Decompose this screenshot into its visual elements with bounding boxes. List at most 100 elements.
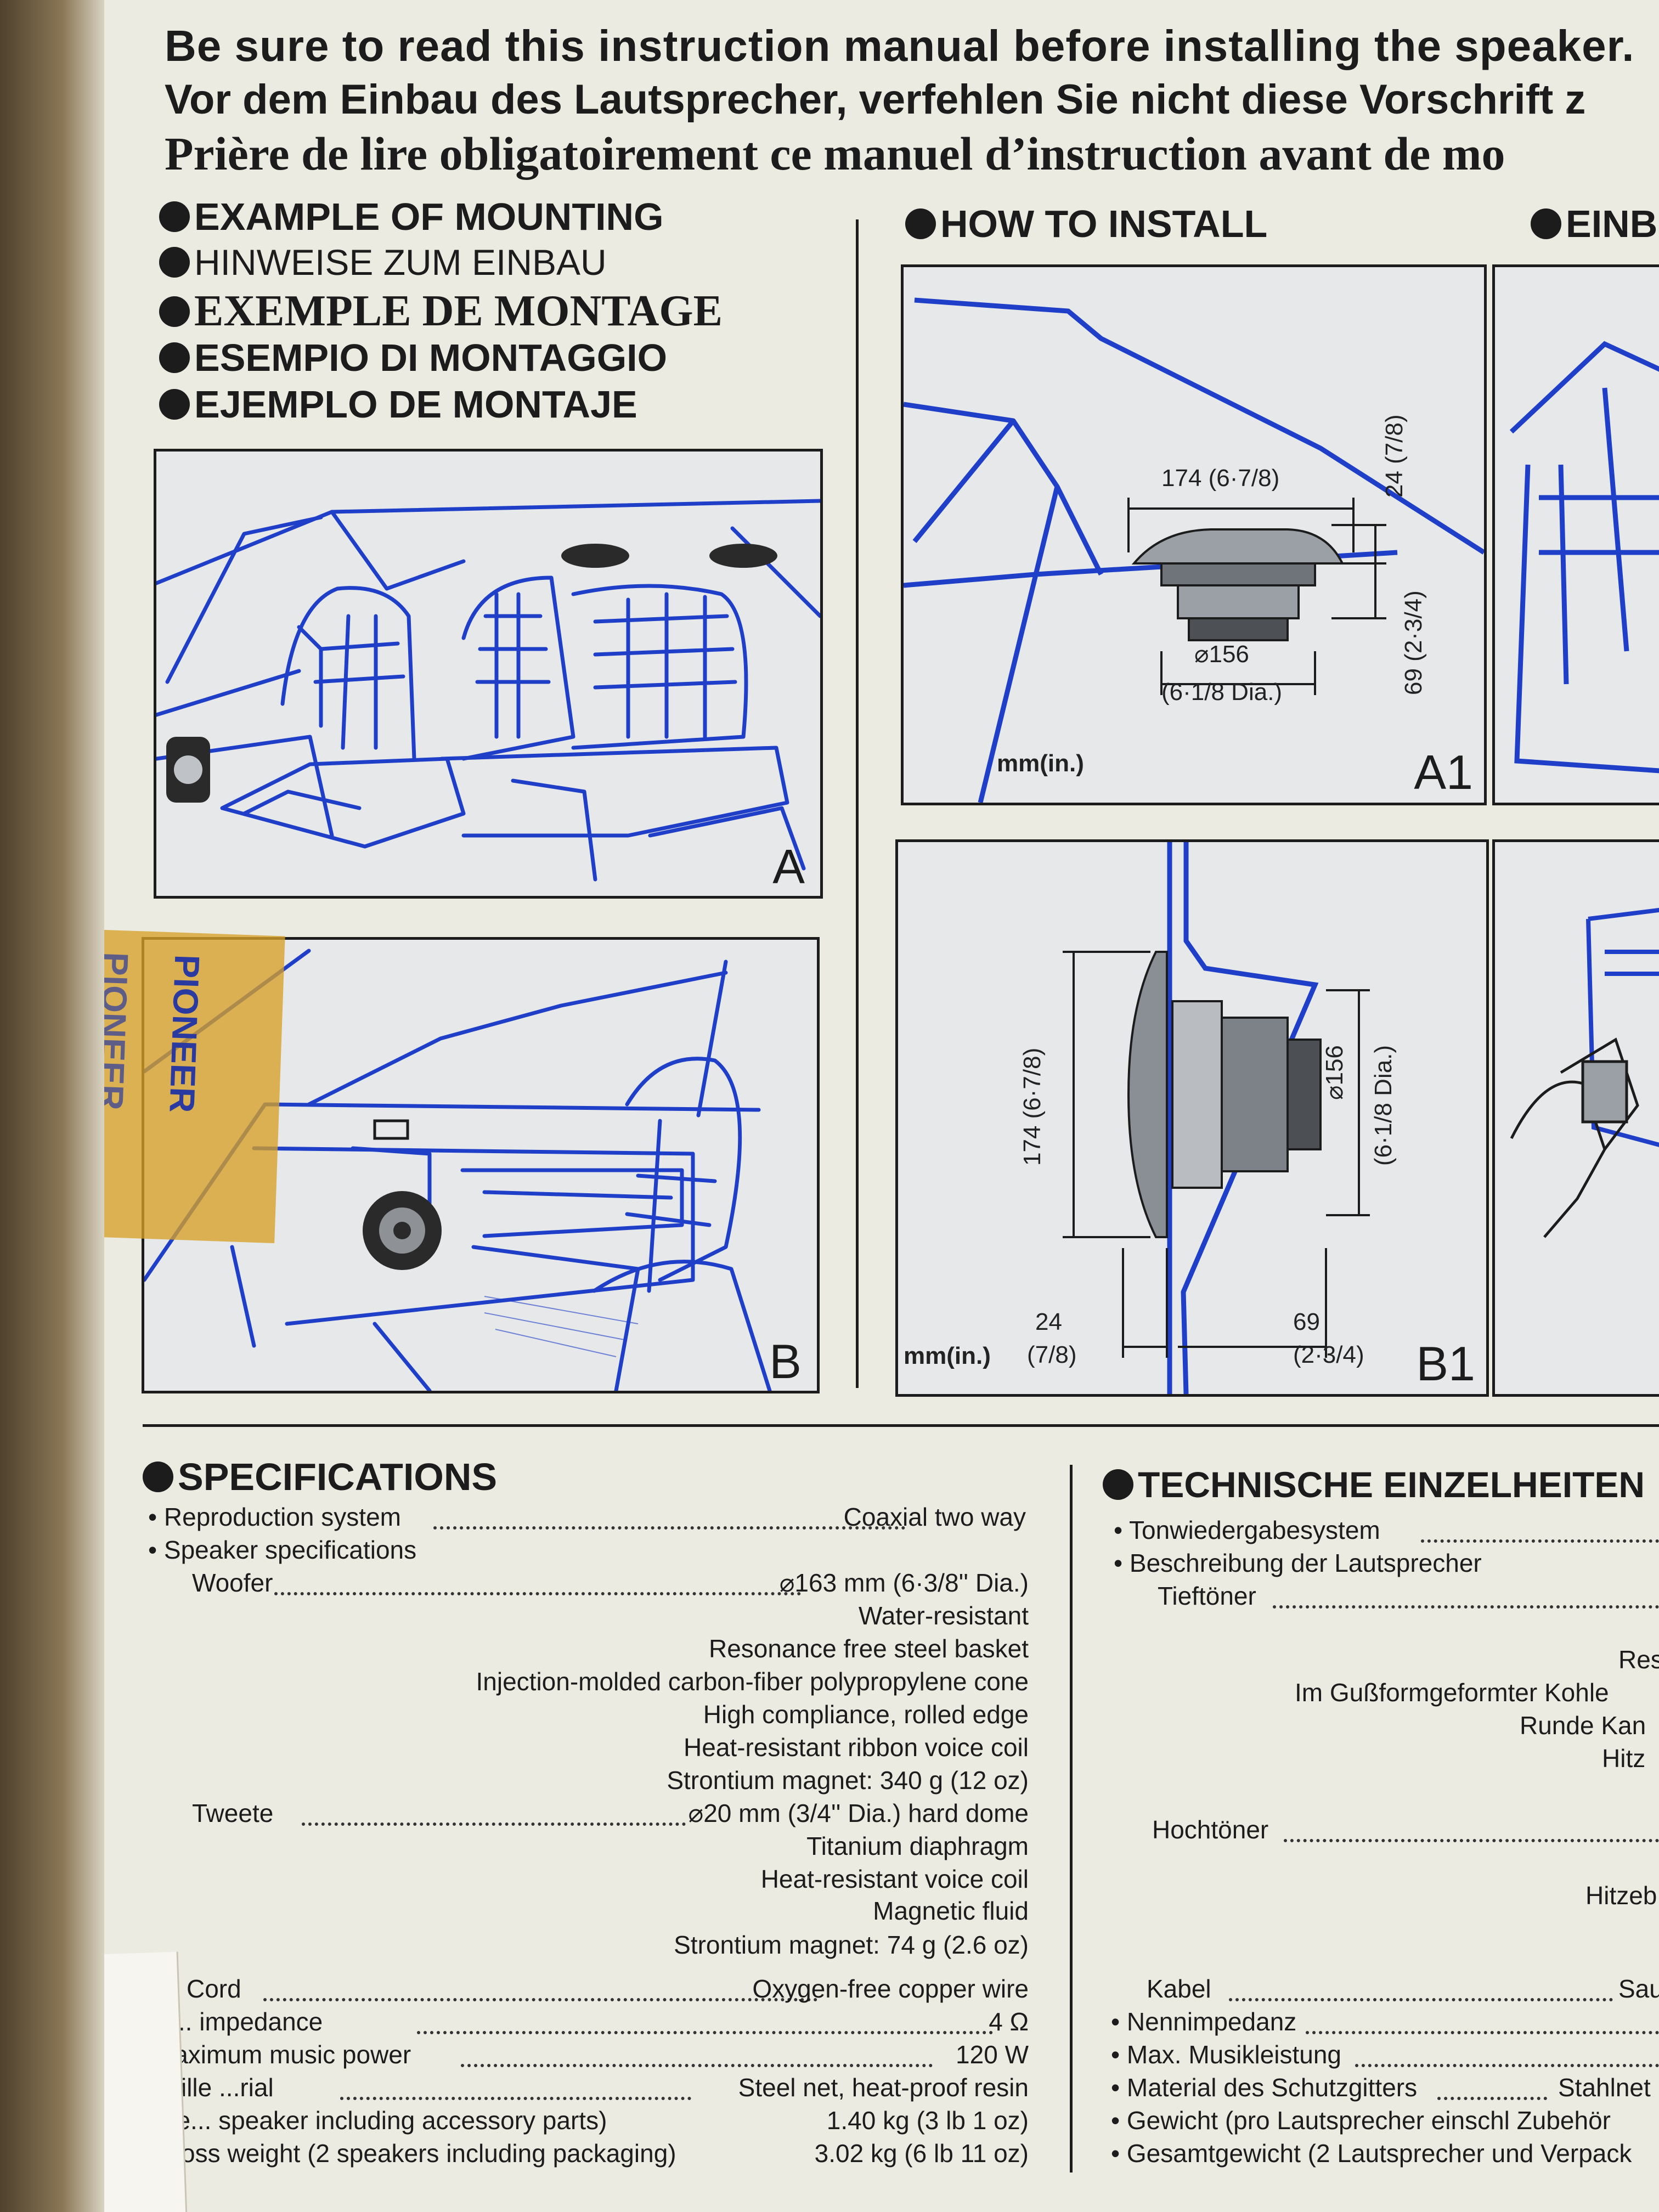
a1-units-label: mm(in.) [997, 750, 1084, 777]
panel-a2-cropped [1492, 264, 1659, 805]
tech-title: TECHNISCHE EINZELHEITEN [1103, 1464, 1645, 1505]
car-interior-door-illustration [142, 949, 772, 1393]
tech-kabel-value: Sau [1618, 1974, 1659, 2003]
bullet-icon [159, 342, 190, 373]
mounting-title-en: EXAMPLE OF MOUNTING [159, 195, 664, 239]
manual-page: Be sure to read this instruction manual … [104, 0, 1659, 2212]
bullet-icon [159, 389, 190, 420]
leader-dots [263, 1998, 817, 2001]
panel-a-label: A [772, 839, 805, 894]
spec-gross-value: 3.02 kg (6 lb 11 oz) [814, 2139, 1029, 2168]
spec-tweeter-label: Tweete [192, 1799, 274, 1827]
tech-max: • Max. Musikleistung [1111, 2040, 1342, 2069]
b1-depth-front-inches: (7/8) [1027, 1341, 1077, 1368]
leader-dots [274, 1592, 801, 1595]
tech-hochtoner: Hochtöner [1152, 1815, 1269, 1844]
install-title-right: EINB [1531, 202, 1657, 246]
bullet-icon [1531, 208, 1561, 239]
spec-reproduction-value: Coaxial two way [843, 1503, 1026, 1531]
tech-hitzeb: Hitzeb [1585, 1881, 1657, 1910]
bullet-icon [905, 208, 936, 239]
panel-b2-cropped [1492, 839, 1659, 1397]
car-interior-rear-illustration [154, 499, 822, 882]
spec-power-value: 120 W [956, 2040, 1029, 2069]
tech-gewicht: • Gewicht (pro Lautsprecher einschl Zube… [1111, 2106, 1611, 2135]
tech-fragment: Im Gußformgeformter Kohle [1295, 1678, 1609, 1707]
leader-dots [433, 1526, 905, 1530]
header-french: Prière de lire obligatoirement ce manuel… [165, 127, 1505, 180]
specs-divider [1070, 1465, 1073, 2172]
tech-fragment: Hitz [1602, 1744, 1646, 1773]
tech-line: • Tonwiedergabesystem [1114, 1516, 1380, 1544]
leader-dots [302, 1822, 686, 1826]
install-diagram-a2 [1509, 341, 1659, 774]
tape-brand-text-2: PIONEER [104, 951, 136, 1111]
header-english: Be sure to read this instruction manual … [165, 21, 1635, 70]
leader-dots [417, 2031, 993, 2034]
spec-cord-label: Cord [187, 1974, 241, 2003]
spec-tweeter-line: Heat-resistant voice coil [760, 1865, 1029, 1893]
tape-brand-text: PIONEER [162, 953, 207, 1114]
a1-diameter-inches: (6·1/8 Dia.) [1161, 679, 1283, 706]
spec-woofer-label: Woofer [192, 1568, 273, 1597]
tech-line: • Beschreibung der Lautsprecher [1114, 1549, 1482, 1577]
spec-woofer-line: Injection-molded carbon-fiber polypropyl… [476, 1667, 1029, 1696]
tech-kabel: Kabel [1147, 1974, 1211, 2003]
mounting-title-es: EJEMPLO DE MONTAJE [159, 382, 637, 426]
spec-tweeter-line: Strontium magnet: 74 g (2.6 oz) [674, 1931, 1029, 1959]
spec-impedance-value: 4 Ω [989, 2007, 1029, 2036]
spec-speaker-label: • Speaker specifications [148, 1536, 417, 1564]
column-divider [856, 219, 859, 1388]
header-german: Vor dem Einbau des Lautsprecher, verfehl… [165, 76, 1586, 123]
mounting-title-fr: EXEMPLE DE MONTAGE [159, 286, 723, 336]
install-diagram-b1 [1063, 842, 1370, 1395]
b1-units-label: mm(in.) [904, 1342, 991, 1369]
panel-b1: 174 (6·7/8) ⌀156 (6·1/8 Dia.) 24 (7/8) 6… [895, 839, 1489, 1397]
leader-dots [1306, 2031, 1659, 2034]
leader-dots [340, 2097, 691, 2100]
spec-woofer-line: ⌀163 mm (6·3/8'' Dia.) [779, 1568, 1029, 1597]
tech-material: • Material des Schutzgitters [1111, 2073, 1418, 2102]
b1-diameter-inches: (6·1/8 Dia.) [1370, 1045, 1397, 1166]
tech-material-value: Stahlnet [1558, 2073, 1651, 2102]
box-edge [0, 0, 104, 2212]
mounting-title-it: ESEMPIO DI MONTAGGIO [159, 336, 667, 380]
worn-corner [104, 1951, 188, 2212]
b1-height-dimension: 174 (6·7/8) [1019, 1047, 1046, 1166]
leader-dots [1284, 1839, 1659, 1842]
spec-tweeter-line: ⌀20 mm (3/4'' Dia.) hard dome [688, 1799, 1029, 1827]
bullet-icon [143, 1462, 173, 1492]
a1-depth-top-dimension: 24 (7/8) [1381, 414, 1408, 498]
specs-title: SPECIFICATIONS [143, 1455, 497, 1499]
a1-depth-dimension: 69 (2·3/4) [1400, 590, 1427, 695]
leader-dots [1355, 2064, 1659, 2067]
panel-b-label: B [769, 1334, 802, 1389]
leader-dots [1273, 1605, 1659, 1609]
leader-dots [1437, 2097, 1547, 2100]
spec-woofer-line: Heat-resistant ribbon voice coil [684, 1733, 1029, 1762]
spec-tweeter-line: Magnetic fluid [873, 1897, 1029, 1925]
b1-label: B1 [1416, 1336, 1475, 1391]
spec-woofer-line: High compliance, rolled edge [703, 1700, 1029, 1729]
install-title: HOW TO INSTALL [905, 202, 1267, 246]
tech-fragment: Runde Kan [1520, 1711, 1646, 1740]
spec-power-label: • Maximum music power [137, 2040, 411, 2069]
mounting-title-de: HINWEISE ZUM EINBAU [159, 241, 607, 283]
spec-grille-value: Steel net, heat-proof resin [738, 2073, 1029, 2102]
spec-woofer-line: Resonance free steel basket [708, 1634, 1029, 1663]
bullet-icon [159, 201, 190, 232]
b1-depth-back-inches: (2·3/4) [1293, 1341, 1364, 1368]
tech-nenn: • Nennimpedanz [1111, 2007, 1297, 2036]
spec-gross-label: • Gross weight (2 speakers including pac… [137, 2139, 676, 2168]
a1-label: A1 [1414, 745, 1473, 799]
tape-strip: PIONEER PIONEER [104, 929, 285, 1244]
a1-width-dimension: 174 (6·7/8) [1161, 465, 1280, 492]
a1-diameter-dimension: ⌀156 [1194, 641, 1249, 668]
bullet-icon [1103, 1469, 1133, 1500]
tech-fragment: Res [1618, 1645, 1659, 1674]
spec-reproduction-label: • Reproduction system [148, 1503, 401, 1531]
bullet-icon [159, 296, 190, 327]
tech-line: Tieftöner [1158, 1582, 1256, 1610]
b1-depth-front: 24 [1035, 1308, 1062, 1335]
leader-dots [461, 2064, 933, 2067]
